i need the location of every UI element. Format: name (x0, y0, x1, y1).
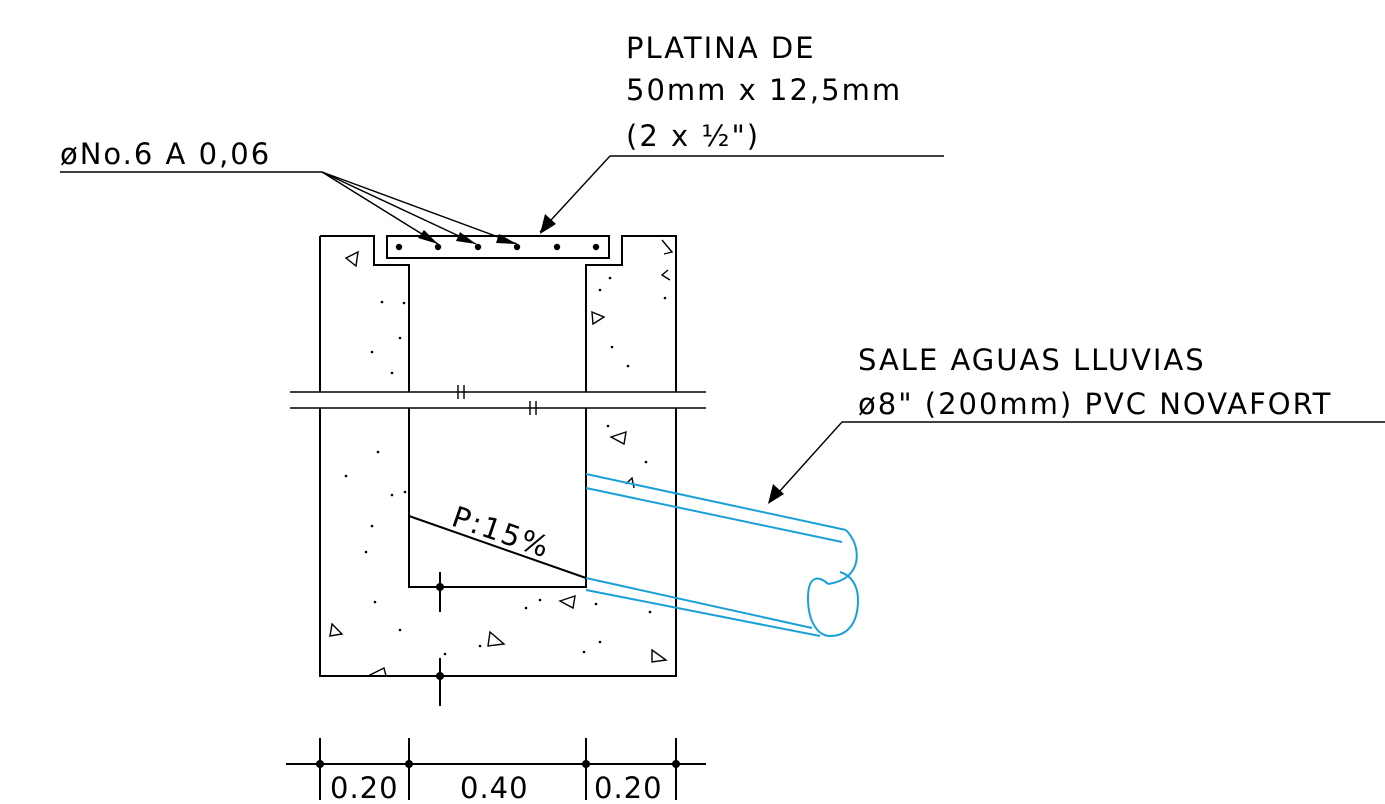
outlet-label-line1: SALE AGUAS LLUVIAS (858, 343, 1206, 377)
outlet-leader (768, 421, 1385, 504)
break-lines (290, 385, 706, 415)
outlet-label-line2: ø8" (200mm) PVC NOVAFORT (858, 387, 1332, 421)
dimension-line (286, 738, 706, 800)
rebar-leader (60, 171, 518, 245)
concrete-hatch (329, 239, 674, 677)
centre-marks (436, 572, 444, 706)
dimension-interior: 0.40 (460, 771, 529, 804)
dimension-right-wall: 0.20 (594, 771, 663, 804)
slope-label: P:15% (448, 499, 555, 564)
platina-label-line1: PLATINA DE (626, 31, 816, 65)
pvc-outlet-pipe (585, 473, 860, 638)
concrete-box-outline (319, 235, 677, 677)
dimension-left-wall: 0.20 (330, 771, 399, 804)
platina-label-line2: 50mm x 12,5mm (626, 73, 902, 107)
platina-label-line3: (2 x ½") (626, 119, 760, 153)
steel-plate-grate (386, 235, 610, 259)
platina-leader (539, 155, 944, 234)
rebar-label: øNo.6 A 0,06 (60, 137, 271, 171)
slope-line (408, 515, 587, 579)
